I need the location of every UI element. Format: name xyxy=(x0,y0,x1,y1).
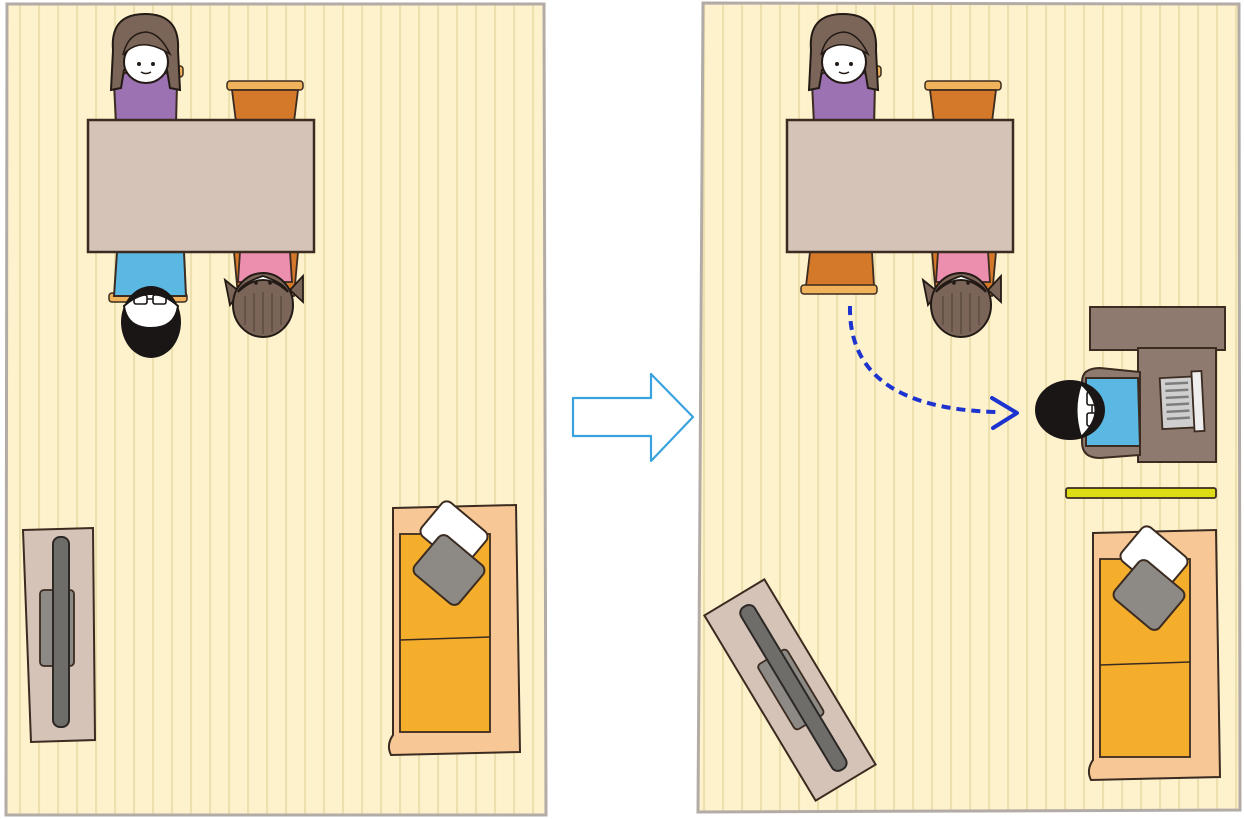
desk-shelf xyxy=(1089,306,1226,351)
tv-stand xyxy=(21,526,97,744)
chair-back xyxy=(924,80,1002,91)
eye-left xyxy=(254,281,258,285)
face xyxy=(237,275,289,293)
bangs xyxy=(820,31,870,57)
sofa-seam xyxy=(1099,661,1191,666)
mouth xyxy=(140,71,152,75)
dining-table xyxy=(785,118,1015,254)
eye-left xyxy=(835,62,839,66)
face xyxy=(122,293,180,330)
hair-strands xyxy=(942,292,980,334)
pigtail-right xyxy=(288,273,304,305)
move-arrowhead xyxy=(990,396,1019,430)
person-girl-pink xyxy=(223,251,304,338)
chair-back xyxy=(800,284,878,295)
hair-strands xyxy=(244,292,282,334)
chair-seat xyxy=(928,89,998,123)
person-man-at-desk xyxy=(1035,366,1142,460)
person-man-blue xyxy=(108,251,188,358)
person-girl-pink xyxy=(921,251,1002,338)
laptop-keys xyxy=(1164,381,1190,421)
dining-table xyxy=(86,118,316,254)
eye-right xyxy=(268,281,272,285)
chair-seat xyxy=(804,251,875,287)
bangs xyxy=(122,31,172,57)
chair-vacated xyxy=(800,251,878,295)
chair-seat xyxy=(230,89,300,123)
chair-top-right xyxy=(924,80,1002,123)
eye-left xyxy=(137,62,141,66)
mouth xyxy=(838,71,850,75)
tv-stand xyxy=(703,578,877,802)
face xyxy=(1075,382,1097,439)
sofa xyxy=(387,500,522,757)
laptop-icon xyxy=(1158,370,1206,433)
eye-right xyxy=(849,62,853,66)
grey-cushion xyxy=(1112,559,1186,631)
pigtail-right xyxy=(986,273,1002,305)
work-desk xyxy=(1089,306,1226,463)
right-arrow-icon xyxy=(571,372,695,463)
eye-left xyxy=(952,281,956,285)
tv-screen xyxy=(52,536,70,728)
room-after-panel xyxy=(696,1,1242,814)
chair-back xyxy=(226,80,304,91)
room-before-panel xyxy=(4,2,548,817)
eye-right xyxy=(151,62,155,66)
sofa xyxy=(1087,525,1222,782)
grey-cushion xyxy=(412,534,486,606)
yellow-mat xyxy=(1065,487,1217,499)
tv-screen xyxy=(739,603,848,772)
laptop-screen xyxy=(1190,370,1206,433)
person-woman-purple xyxy=(807,12,882,125)
person-woman-purple xyxy=(109,12,184,125)
sofa-seam xyxy=(399,636,491,641)
move-path xyxy=(847,305,997,414)
face xyxy=(935,275,987,293)
dashed-curved-arrow-icon xyxy=(847,305,1019,430)
eye-right xyxy=(966,281,970,285)
chair-top-right xyxy=(226,80,304,123)
